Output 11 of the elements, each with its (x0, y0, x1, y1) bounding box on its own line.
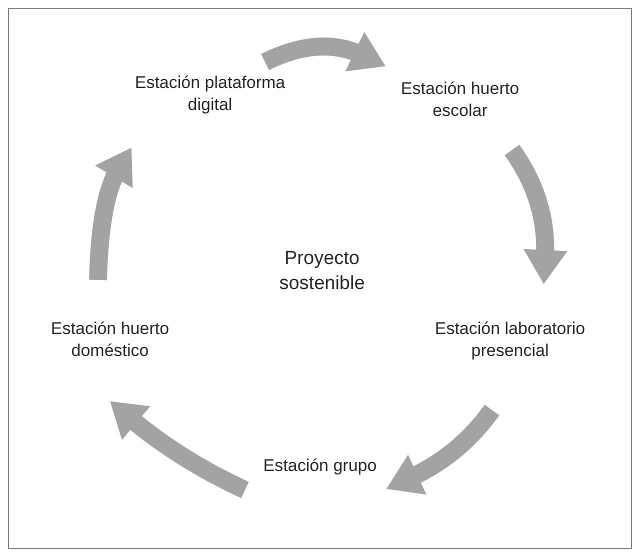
curved-arrow (386, 404, 500, 494)
curved-arrow (89, 147, 134, 280)
center-label: Proyecto sostenible (278, 247, 366, 296)
station-label: Estación laboratorio presencial (434, 318, 586, 362)
station-label: Estación huerto doméstico (50, 318, 170, 362)
station-label: Estación grupo (262, 455, 378, 477)
curved-arrow (261, 32, 386, 72)
curved-arrow (504, 144, 568, 284)
curved-arrow (110, 402, 249, 498)
station-label: Estación huerto escolar (400, 78, 520, 122)
station-label: Estación plataforma digital (134, 72, 286, 116)
